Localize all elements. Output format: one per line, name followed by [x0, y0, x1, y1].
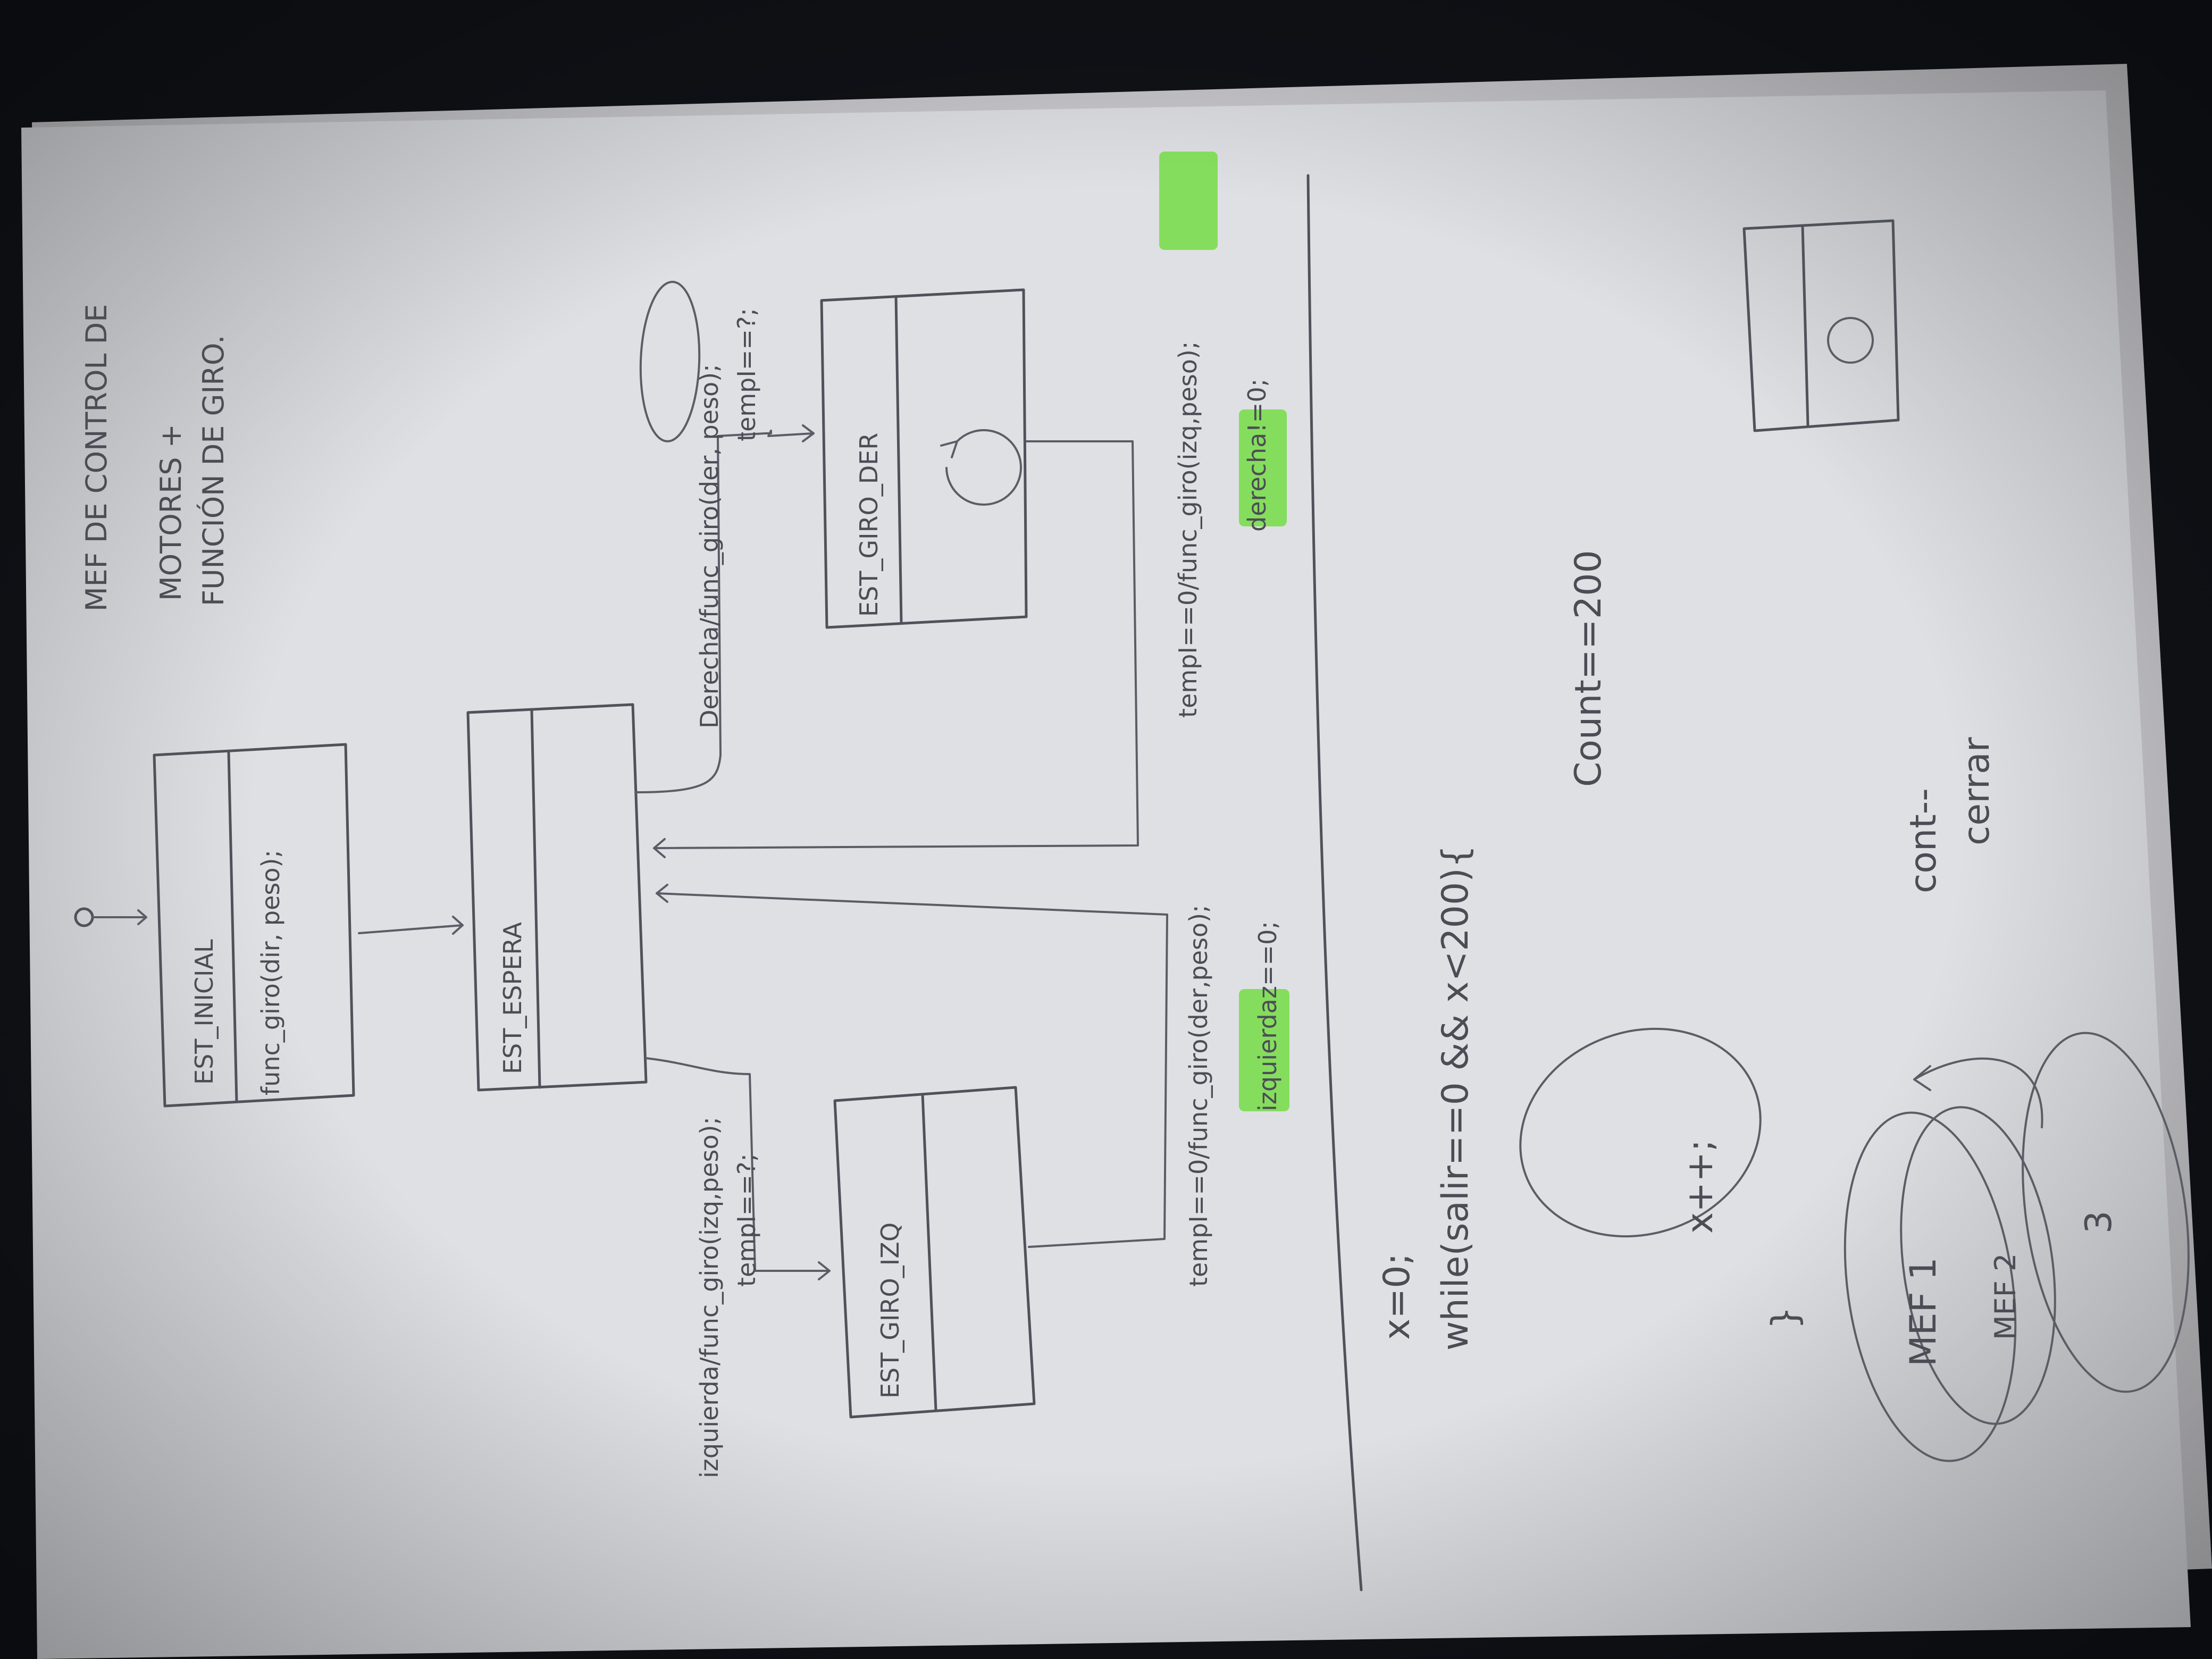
initial-arrow — [91, 909, 147, 925]
state-est-espera: EST_ESPERA — [466, 703, 648, 1092]
state-est-inicial-divider — [227, 751, 238, 1103]
rotate-icon-der — [940, 429, 1022, 506]
transition-derecha: Derecha/func_giro(der, peso); — [695, 364, 724, 728]
transition-vuelta-izq: tempI==0/func_giro(der,peso); — [1184, 904, 1213, 1287]
mef-cycle-arrow — [1913, 1057, 2043, 1128]
state-sketch-small — [1742, 219, 1900, 432]
state-est-espera-name: EST_ESPERA — [498, 921, 527, 1074]
note-brace: } — [1764, 1306, 1806, 1329]
state-est-giro-izq-name: EST_GIRO_IZQ — [876, 1222, 904, 1398]
note-code-line-2: while(salir==0 && x<200){ — [1435, 845, 1477, 1351]
note-code-line-1: x=0; — [1376, 1253, 1418, 1340]
note-count: Count==200 — [1568, 550, 1610, 787]
state-sketch-divider — [1801, 224, 1809, 427]
transition-vuelta-der-action: derecha!=0; — [1243, 379, 1271, 532]
note-loop-body: x++; — [1679, 1139, 1721, 1234]
state-est-giro-der-box — [820, 288, 1028, 629]
transition-izquierda: izquierda/func_giro(izq,peso); — [695, 1117, 724, 1478]
transition-vuelta-izq-action: izquierdaz==0; — [1253, 921, 1282, 1111]
mef-3-label: 3 — [2078, 1211, 2120, 1234]
sheet-title: MEF DE CONTROL DE — [80, 304, 113, 611]
loop-body-ellipse — [1519, 1027, 1762, 1238]
mef-diagram: MEF 1 MEF 2 3 — [1844, 1032, 2190, 1462]
state-est-inicial: EST_INICIAL func_giro(dir, peso); — [153, 743, 355, 1108]
state-est-inicial-action: func_giro(dir, peso); — [256, 850, 285, 1095]
rotate-icon-sketch — [1827, 317, 1874, 364]
arrow-espera-to-giro-der — [634, 424, 815, 793]
transition-izquierda-guard: tempI==?; — [732, 1153, 761, 1287]
state-est-espera-box — [466, 703, 648, 1092]
arrow-giro-izq-to-espera — [656, 884, 1168, 1248]
highlight-izq-peso — [1159, 152, 1218, 250]
note-cont: cont-- — [1903, 788, 1945, 893]
state-est-giro-izq-box — [833, 1086, 1036, 1419]
title-line-1: MEF DE CONTROL DE — [80, 304, 113, 611]
highlight-ring-func-giro — [639, 281, 701, 442]
state-est-espera-divider — [530, 708, 541, 1089]
state-est-giro-der-divider — [894, 295, 903, 625]
mef-2-ellipse — [1900, 1106, 2056, 1425]
highlight-izquierdaz — [1239, 989, 1289, 1111]
highlight-derecha — [1239, 409, 1287, 526]
divider-line — [1306, 174, 1363, 1591]
mef-3-ellipse — [2022, 1032, 2190, 1393]
state-est-giro-izq: EST_GIRO_IZQ — [833, 1086, 1036, 1419]
transition-derecha-guard: tempI==?; — [732, 308, 761, 441]
transition-vuelta-der: tempI==0/func_giro(izq,peso); — [1174, 341, 1202, 718]
mef-2-label: MEF 2 — [1989, 1253, 2022, 1340]
arrow-inicial-to-espera — [358, 916, 464, 935]
sheet-title-3: FUNCIÓN DE GIRO. — [197, 335, 230, 606]
note-cerrar: cerrar — [1956, 737, 1998, 845]
arrow-espera-to-giro-izq — [645, 1057, 831, 1280]
state-est-inicial-name: EST_INICIAL — [190, 939, 219, 1085]
title-line-2: MOTORES + — [154, 424, 188, 601]
state-est-giro-der-name: EST_GIRO_DER — [854, 433, 883, 617]
state-est-inicial-box — [153, 743, 355, 1108]
state-est-giro-izq-divider — [921, 1093, 937, 1412]
mef-1-ellipse — [1844, 1111, 2017, 1462]
state-sketch-box — [1742, 219, 1900, 432]
mef-1-label: MEF 1 — [1903, 1257, 1945, 1367]
arrow-giro-der-to-espera — [653, 440, 1139, 858]
title-line-3: FUNCIÓN DE GIRO. — [197, 335, 230, 606]
sheet-title-2: MOTORES + — [154, 424, 188, 601]
state-est-giro-der: EST_GIRO_DER — [820, 288, 1028, 629]
